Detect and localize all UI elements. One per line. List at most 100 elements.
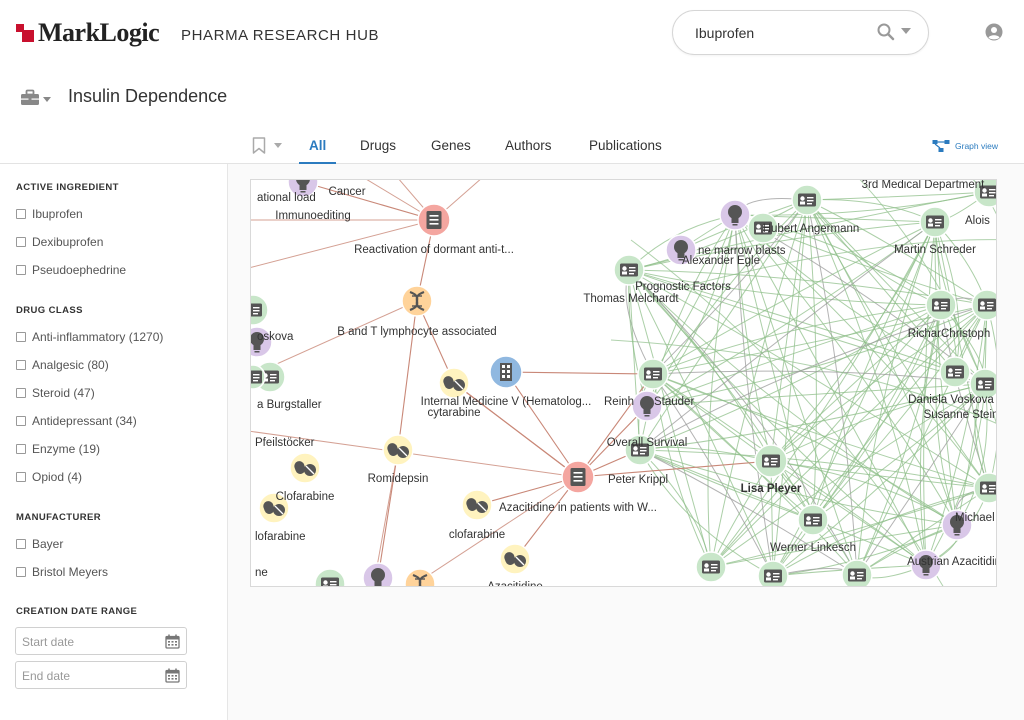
facet-option[interactable]: Bristol Meyers — [16, 565, 108, 579]
facet-option[interactable]: Opiod (4) — [16, 470, 82, 484]
end-date-field[interactable]: End date — [15, 661, 187, 689]
briefcase-icon[interactable] — [20, 89, 40, 107]
graph-node-idea[interactable] — [910, 549, 942, 581]
facet-option[interactable]: Analgesic (80) — [16, 358, 109, 372]
tab-bar: All Drugs Genes Authors Publications Gra… — [0, 132, 1024, 164]
graph-node-author[interactable] — [754, 444, 788, 478]
graph-node-author[interactable] — [747, 212, 779, 244]
graph-node-idea[interactable] — [941, 509, 973, 541]
graph-node-idea[interactable] — [665, 234, 697, 266]
graph-node-idea[interactable] — [631, 390, 663, 422]
tab-publications[interactable]: Publications — [589, 138, 662, 153]
graph-node-author[interactable] — [973, 472, 997, 504]
facet-option[interactable]: Steroid (47) — [16, 386, 95, 400]
start-date-field[interactable]: Start date — [15, 627, 187, 655]
facet-option-label: Steroid (47) — [32, 386, 95, 400]
graph-node-idea[interactable] — [251, 326, 273, 358]
tab-authors[interactable]: Authors — [505, 138, 552, 153]
tab-drugs[interactable]: Drugs — [360, 138, 397, 153]
checkbox[interactable] — [16, 332, 26, 342]
graph-edge — [812, 304, 988, 521]
checkbox[interactable] — [16, 265, 26, 275]
facet-option[interactable]: Antidepressant (34) — [16, 414, 137, 428]
graph-edge — [639, 449, 958, 526]
bookmark-icon[interactable] — [252, 137, 266, 154]
graph-node-author[interactable] — [939, 356, 971, 388]
checkbox[interactable] — [16, 416, 26, 426]
briefcase-dropdown-caret-icon[interactable] — [43, 97, 51, 102]
graph-node-author[interactable] — [314, 568, 346, 587]
graph-node-author[interactable] — [695, 551, 727, 583]
marklogic-logo[interactable]: MarkLogic — [16, 18, 160, 48]
checkbox[interactable] — [16, 237, 26, 247]
graph-node-author[interactable] — [969, 368, 997, 400]
facet-option[interactable]: Enzyme (19) — [16, 442, 100, 456]
graph-edge — [652, 199, 808, 375]
graph-edge — [453, 382, 579, 478]
graph-node-gene[interactable] — [401, 285, 433, 317]
checkbox[interactable] — [16, 209, 26, 219]
bookmark-dropdown-caret-icon[interactable] — [274, 143, 282, 148]
search-icon[interactable] — [877, 23, 895, 41]
search-input[interactable]: Ibuprofen — [672, 10, 929, 55]
graph-node-idea[interactable] — [719, 199, 751, 231]
graph-node-gene[interactable] — [404, 568, 436, 587]
graph-node-drug[interactable] — [461, 489, 493, 521]
graph-node-author[interactable] — [971, 289, 997, 321]
graph-node-author[interactable] — [797, 504, 829, 536]
graph-node-author[interactable] — [637, 358, 669, 390]
calendar-icon[interactable] — [165, 634, 180, 649]
graph-edge — [652, 373, 927, 566]
graph-node-label: clofarabine — [449, 529, 505, 541]
graph-node-label: ne marrow blasts — [698, 245, 786, 257]
facet-option[interactable]: Bayer — [16, 537, 63, 551]
user-account-icon[interactable] — [985, 23, 1003, 41]
facet-title-manufacturer: MANUFACTURER — [16, 512, 102, 523]
graph-view-button[interactable]: Graph view — [932, 139, 998, 153]
tab-genes[interactable]: Genes — [431, 138, 471, 153]
checkbox[interactable] — [16, 360, 26, 370]
graph-node-label: Azacitidine in patients with W... — [499, 502, 657, 514]
checkbox[interactable] — [16, 388, 26, 398]
facet-option[interactable]: Pseudoephedrine — [16, 263, 126, 277]
checkbox[interactable] — [16, 539, 26, 549]
graph-node-author[interactable] — [791, 184, 823, 216]
graph-node-author[interactable] — [757, 560, 789, 587]
graph-node-author[interactable] — [973, 180, 997, 208]
graph-node-drug[interactable] — [382, 434, 414, 466]
graph-node-author[interactable] — [919, 206, 951, 238]
graph-node-author[interactable] — [613, 254, 645, 286]
facet-option[interactable]: Anti-inflammatory (1270) — [16, 330, 163, 344]
graph-node-author[interactable] — [841, 559, 873, 587]
graph-node-institution[interactable] — [489, 355, 523, 389]
graph-node-drug[interactable] — [258, 492, 290, 524]
checkbox[interactable] — [16, 444, 26, 454]
graph-node-idea[interactable] — [287, 180, 319, 198]
graph-node-author[interactable] — [251, 294, 269, 326]
graph-node-author[interactable] — [624, 434, 656, 466]
graph-edge — [770, 460, 774, 577]
checkbox[interactable] — [16, 567, 26, 577]
facet-option[interactable]: Dexibuprofen — [16, 235, 103, 249]
graph-view-icon — [932, 140, 950, 152]
graph-node-idea[interactable] — [362, 562, 394, 587]
search-dropdown-caret-icon[interactable] — [901, 28, 911, 34]
graph-node-publication[interactable] — [417, 203, 451, 237]
checkbox[interactable] — [16, 472, 26, 482]
graph-node-drug[interactable] — [438, 367, 470, 399]
facet-option[interactable]: Ibuprofen — [16, 207, 83, 221]
search-value[interactable]: Ibuprofen — [695, 25, 755, 41]
graph-node-publication[interactable] — [561, 460, 595, 494]
graph-node-author[interactable] — [925, 289, 957, 321]
graph-edge — [639, 449, 990, 489]
graph-edge — [734, 214, 958, 526]
graph-node-drug[interactable] — [289, 452, 321, 484]
calendar-icon[interactable] — [165, 668, 180, 683]
graph-edge — [812, 221, 936, 521]
graph-edge — [710, 221, 936, 568]
graph-node-drug[interactable] — [499, 543, 531, 575]
tab-all[interactable]: All — [299, 138, 337, 164]
graph-node-author[interactable] — [251, 364, 266, 390]
